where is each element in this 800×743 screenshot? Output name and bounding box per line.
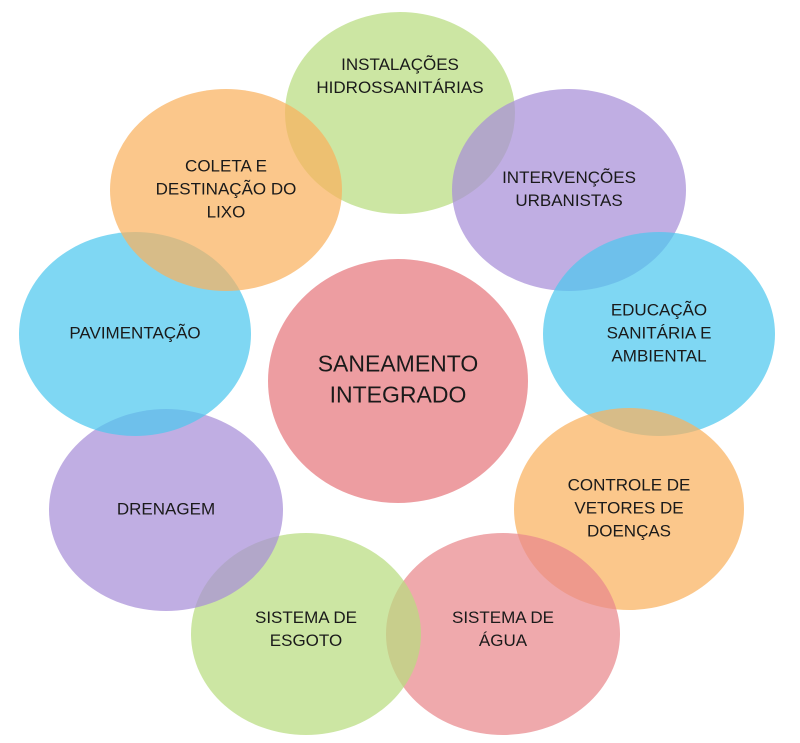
node-circle-drenagem — [49, 409, 283, 611]
node-circle-agua — [386, 533, 620, 735]
node-circle-coleta — [110, 89, 342, 291]
node-circle-esgoto — [191, 533, 421, 735]
node-label-drenagem: DRENAGEM — [117, 499, 215, 518]
node-label-pavimentacao: PAVIMENTAÇÃO — [69, 323, 200, 342]
center-circle — [268, 259, 528, 503]
node-circle-educacao — [543, 232, 775, 436]
